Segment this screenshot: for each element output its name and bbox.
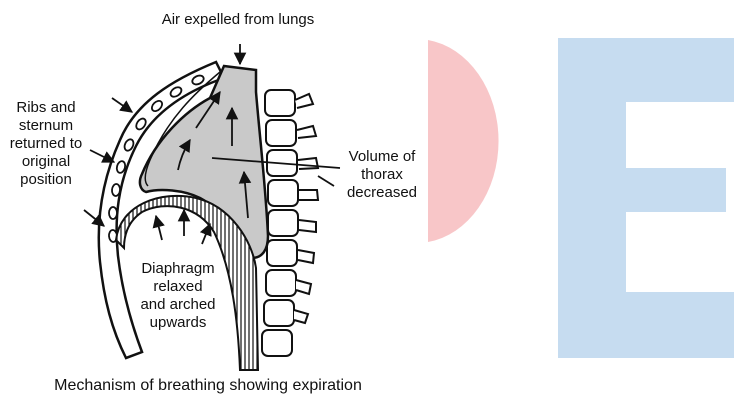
label-volume-line-2: thorax: [361, 166, 403, 183]
figure-caption: Mechanism of breathing showing expiratio…: [54, 377, 362, 394]
watermark-red-half-circle: [428, 40, 499, 242]
label-volume: Volume of thorax decreased: [347, 148, 417, 201]
label-air-expelled: Air expelled from lungs: [162, 11, 315, 28]
label-diaphragm-line-2: relaxed: [153, 278, 202, 295]
label-ribs: Ribs and sternum returned to original po…: [10, 99, 83, 188]
label-volume-line-3: decreased: [347, 184, 417, 201]
label-ribs-line-4: original: [22, 153, 70, 170]
label-diaphragm-line-1: Diaphragm: [141, 260, 214, 277]
label-ribs-line-5: position: [20, 171, 72, 188]
watermark-blue-letter-e: [558, 38, 734, 358]
label-ribs-line-3: returned to: [10, 135, 83, 152]
label-ribs-line-2: sternum: [19, 117, 73, 134]
label-ribs-line-1: Ribs and: [16, 99, 75, 116]
label-diaphragm-line-4: upwards: [150, 314, 207, 331]
label-diaphragm-line-3: and arched: [140, 296, 215, 313]
vertebral-column: [262, 90, 318, 356]
label-diaphragm: Diaphragm relaxed and arched upwards: [140, 260, 215, 331]
label-volume-line-1: Volume of: [349, 148, 417, 165]
